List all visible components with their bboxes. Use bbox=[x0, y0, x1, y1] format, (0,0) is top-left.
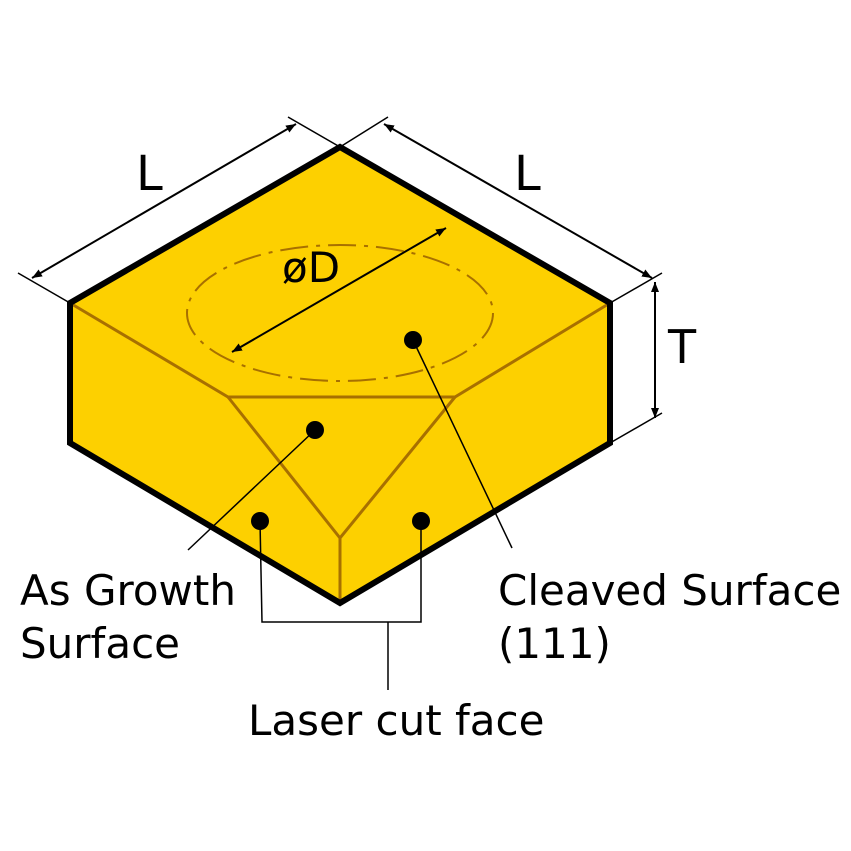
dimension-lines bbox=[17, 116, 663, 444]
inner-facet-edges bbox=[69, 301, 611, 603]
as-growth-label-2: Surface bbox=[20, 619, 180, 668]
plate-body bbox=[70, 147, 610, 603]
length-label-right: L bbox=[514, 146, 541, 202]
diameter-label: øD bbox=[282, 243, 340, 292]
length-label-left: L bbox=[136, 146, 163, 202]
as-growth-label-1: As Growth bbox=[20, 566, 236, 615]
cleaved-label-2: (111) bbox=[498, 619, 611, 668]
thickness-label: T bbox=[667, 320, 697, 374]
marker-dots bbox=[251, 331, 430, 530]
laser-cut-label: Laser cut face bbox=[248, 696, 544, 745]
leader-lines bbox=[187, 339, 513, 690]
cleaved-label-1: Cleaved Surface bbox=[498, 566, 841, 615]
